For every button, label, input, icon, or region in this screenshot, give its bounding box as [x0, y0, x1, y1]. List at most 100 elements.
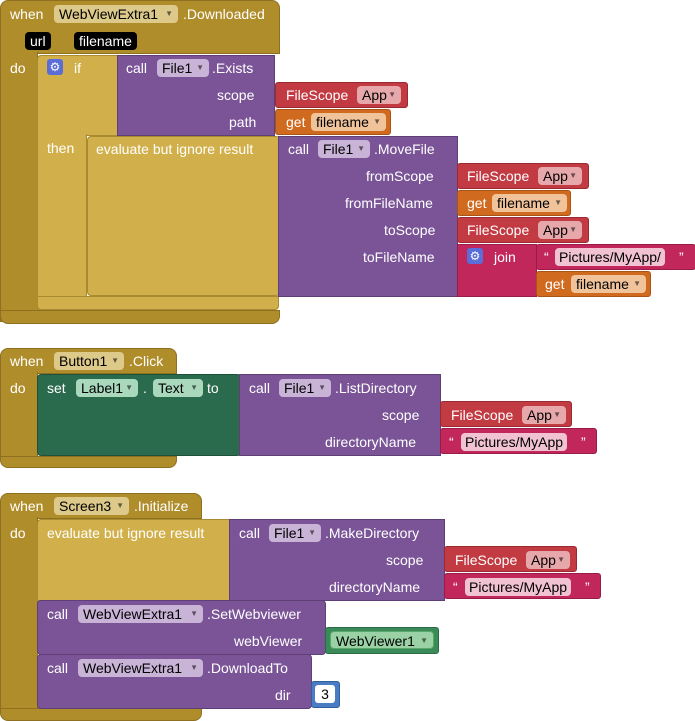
webviewer-label: webViewer	[234, 633, 303, 649]
component-name: Screen3	[59, 498, 112, 514]
dropdown-arrow-icon: ▼	[420, 636, 428, 645]
file-component-dropdown[interactable]: File1▼	[157, 59, 209, 77]
get-label: get	[286, 114, 306, 130]
quote-open-icon: “	[453, 579, 458, 595]
set-label-text-block[interactable]	[37, 374, 241, 456]
set-label: set	[47, 380, 66, 396]
component-name: File1	[323, 141, 354, 157]
event-bottom-bar	[0, 708, 202, 721]
component-dropdown[interactable]: WebViewExtra1 ▼	[54, 5, 178, 23]
ignore-label: evaluate but ignore result	[47, 525, 205, 541]
scope-dropdown[interactable]: App▼	[538, 221, 582, 239]
ignore-result-block[interactable]	[87, 136, 280, 296]
ignore-result-block[interactable]	[37, 519, 231, 601]
if-block-rail	[37, 134, 87, 310]
scope-value: App	[543, 222, 568, 238]
call-label: call	[239, 525, 261, 541]
do-label: do	[10, 60, 26, 76]
gear-icon[interactable]: ⚙	[467, 248, 483, 264]
event-bottom-bar	[0, 456, 177, 468]
method-name: .ListDirectory	[335, 380, 417, 396]
if-label: if	[74, 60, 81, 76]
string-value[interactable]: Pictures/MyApp	[465, 578, 572, 596]
quote-close-icon: ”	[679, 249, 684, 265]
property-name: Text	[158, 380, 184, 396]
component-dropdown[interactable]: Screen3▼	[54, 497, 129, 515]
file-component-dropdown[interactable]: File1▼	[279, 379, 331, 397]
then-label: then	[47, 140, 75, 156]
join-label: join	[494, 249, 516, 265]
webviewextra-component-dropdown[interactable]: WebViewExtra1▼	[78, 659, 203, 677]
dropdown-arrow-icon: ▼	[190, 383, 198, 392]
dropdown-arrow-icon: ▼	[373, 117, 381, 126]
dropdown-arrow-icon: ▼	[633, 279, 641, 288]
dropdown-arrow-icon: ▼	[165, 9, 173, 18]
dropdown-arrow-icon: ▼	[190, 663, 198, 672]
dropdown-arrow-icon: ▼	[196, 63, 204, 72]
component-name: WebViewExtra1	[59, 6, 159, 22]
scope-dropdown[interactable]: App▼	[538, 167, 582, 185]
file-component-dropdown[interactable]: File1▼	[269, 524, 321, 542]
filescope-label: FileScope	[467, 168, 530, 184]
path-label: path	[229, 114, 257, 130]
component-name: Button1	[59, 353, 108, 369]
string-value[interactable]: Pictures/MyApp/	[555, 248, 665, 266]
component-dropdown[interactable]: Button1▼	[54, 352, 124, 370]
file-makedirectory-block[interactable]	[229, 519, 445, 601]
call-label: call	[47, 606, 69, 622]
scope-label: scope	[386, 552, 424, 568]
scope-dropdown[interactable]: App▼	[357, 86, 401, 104]
when-label: when	[10, 353, 44, 369]
method-name: .MoveFile	[374, 141, 435, 157]
quote-close-icon: ”	[585, 579, 590, 595]
filescope-label: FileScope	[451, 407, 514, 423]
var-dropdown[interactable]: filename▼	[492, 194, 567, 212]
filescope-label: FileScope	[467, 222, 530, 238]
property-dropdown[interactable]: Text ▼	[153, 379, 203, 397]
scope-value: App	[543, 168, 568, 184]
webviewextra-component-dropdown[interactable]: WebViewExtra1▼	[78, 605, 203, 623]
method-name: .DownloadTo	[207, 660, 288, 676]
fromfilename-label: fromFileName	[345, 195, 433, 211]
string-value[interactable]: Pictures/MyApp	[461, 433, 568, 451]
ignore-label: evaluate but ignore result	[96, 141, 254, 157]
file-component-dropdown[interactable]: File1▼	[318, 140, 370, 158]
filescope-label: FileScope	[286, 87, 349, 103]
dropdown-arrow-icon: ▼	[357, 144, 365, 153]
label-component-dropdown[interactable]: Label1▼	[76, 379, 138, 397]
scope-dropdown[interactable]: App▼	[522, 406, 566, 424]
component-name: WebViewExtra1	[83, 606, 183, 622]
var-dropdown[interactable]: filename▼	[311, 113, 386, 131]
event-left-rail	[0, 517, 38, 713]
call-label: call	[47, 660, 69, 676]
file-listdirectory-block[interactable]	[239, 374, 441, 456]
if-block-bottom	[37, 296, 279, 310]
webviewer-dropdown[interactable]: WebViewer1▼	[330, 631, 434, 649]
scope-label: scope	[382, 407, 420, 423]
do-label: do	[10, 380, 26, 396]
scope-value: App	[531, 552, 556, 568]
component-name: File1	[162, 60, 193, 76]
method-name: .MakeDirectory	[325, 525, 420, 541]
quote-open-icon: “	[449, 434, 454, 450]
do-label: do	[10, 525, 26, 541]
var-name: filename	[497, 195, 550, 211]
get-label: get	[467, 195, 487, 211]
when-label: when	[10, 6, 44, 22]
scope-dropdown[interactable]: App▼	[526, 551, 570, 569]
param-filename[interactable]: filename	[74, 32, 137, 50]
scope-value: App	[527, 407, 552, 423]
file-movefile-block[interactable]	[278, 136, 458, 297]
var-name: filename	[576, 276, 629, 292]
gear-icon[interactable]: ⚙	[47, 59, 63, 75]
directoryname-label: directoryName	[325, 434, 417, 450]
dropdown-arrow-icon: ▼	[388, 90, 396, 99]
dropdown-arrow-icon: ▼	[557, 555, 565, 564]
number-value[interactable]: 3	[315, 685, 335, 703]
param-url[interactable]: url	[25, 32, 51, 50]
var-dropdown[interactable]: filename ▼	[571, 275, 646, 293]
quote-close-icon: ”	[581, 434, 586, 450]
toscope-label: toScope	[384, 222, 436, 238]
call-label: call	[288, 141, 310, 157]
dropdown-arrow-icon: ▼	[111, 356, 119, 365]
